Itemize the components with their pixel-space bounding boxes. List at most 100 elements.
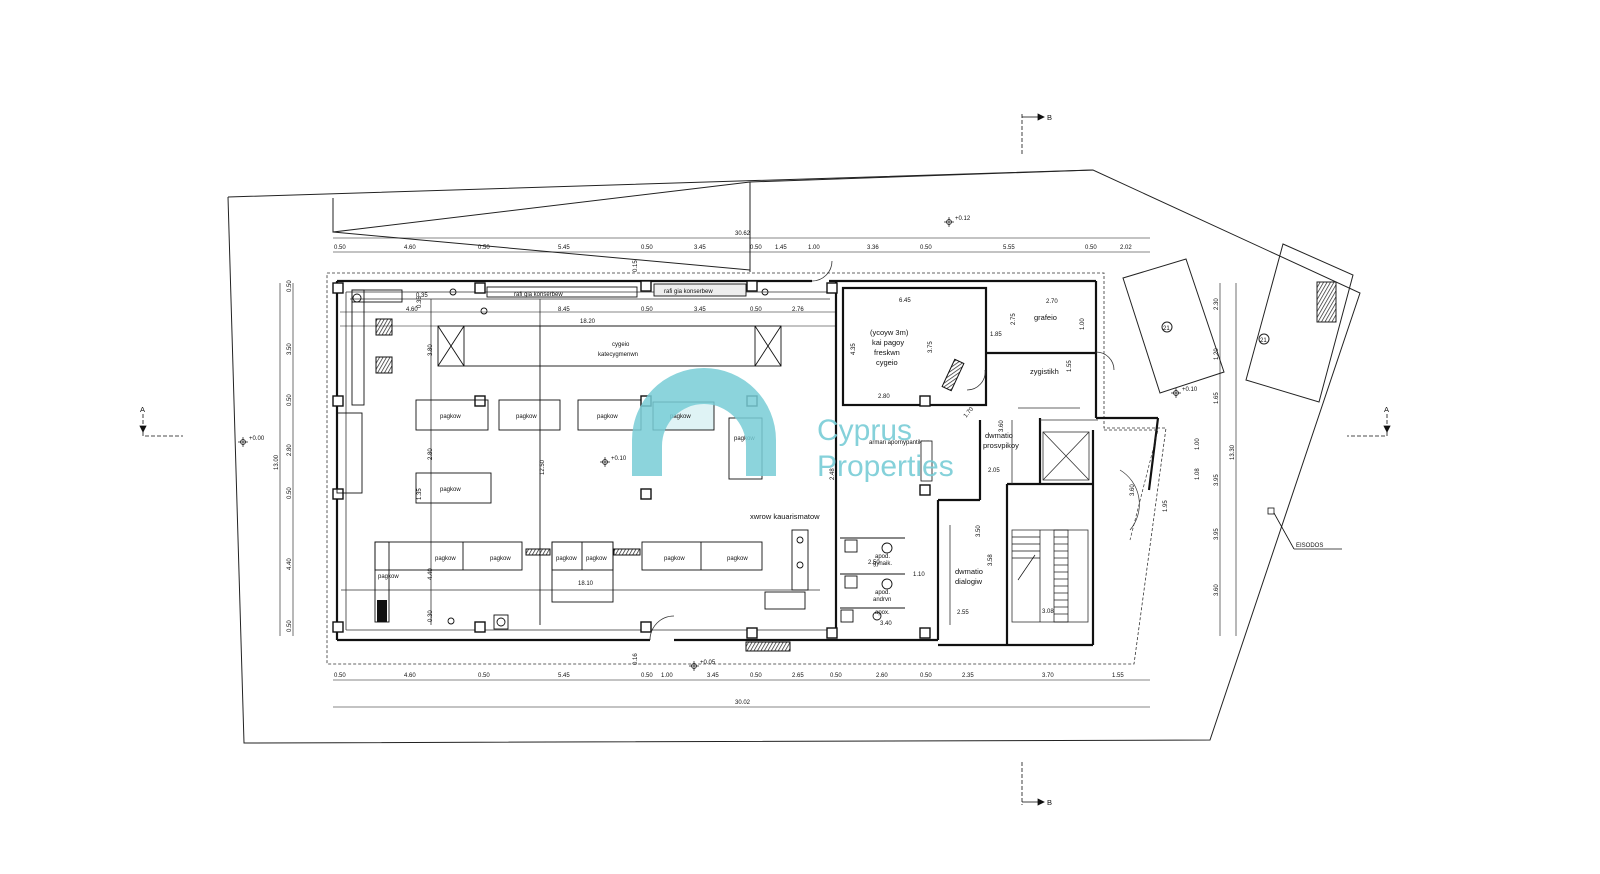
wc3-label: apox. [875, 610, 890, 616]
gondola-label: pagkow [734, 436, 755, 442]
level-right: +0.10 [1182, 387, 1198, 393]
room-dimension-labels: 6.45 4.35 3.75 2.80 2.70 2.75 1.00 1.55 … [830, 298, 1136, 627]
dim-label: 0.30 [428, 610, 434, 622]
gondola-label: pagkow [378, 574, 399, 580]
dim-label: 1.55 [1112, 673, 1124, 679]
dim-label: 3.60 [1130, 484, 1136, 496]
gondola-label: pagkow [490, 556, 511, 562]
right-dimension-labels: 2.30 1.20 1.65 3.95 3.60 13.30 [1214, 298, 1236, 596]
door-swing [649, 615, 675, 641]
dim-label: 2.76 [792, 307, 804, 313]
dim-label: 1.65 [1214, 392, 1220, 404]
dim-label: 0.50 [1085, 245, 1097, 251]
dim-label: 2.80 [287, 444, 293, 456]
ramp-arc [1119, 469, 1140, 531]
dim-label: 3.60 [999, 420, 1005, 432]
dim-label: 0.35 [417, 296, 423, 308]
dim-label: 3.80 [428, 344, 434, 356]
shelf-black-1 [525, 548, 551, 556]
dim-label: 2.80 [878, 394, 890, 400]
dim-label: 2.75 [1011, 313, 1017, 325]
gondolas [374, 399, 763, 623]
dim-label: 2.70 [1046, 299, 1058, 305]
gondola-label: pagkow [440, 414, 461, 420]
inner-lines [341, 291, 1098, 631]
gondola-label: pagkow [516, 414, 537, 420]
coldroom-door-hatch [941, 358, 965, 392]
frozen-label-2: katecygmenwn [598, 352, 638, 358]
entrance-steps [745, 641, 791, 652]
section-b-bottom: B [1047, 798, 1052, 807]
dim-label: 3.45 [694, 245, 706, 251]
inner-dimension-labels: 0.35 4.60 8.45 0.50 3.45 0.50 2.76 18.20 [406, 293, 804, 325]
shelf-black-2 [613, 548, 641, 556]
dim-label: 3.95 [1214, 474, 1220, 486]
cleaning-label: armari apornypantikwn [869, 440, 930, 446]
watermark-logo [632, 368, 776, 476]
dim-label: 1.70 [963, 406, 976, 419]
dim-label: 1.55 [1067, 360, 1073, 372]
dim-label: 1.00 [661, 673, 673, 679]
dim-label: 0.50 [920, 245, 932, 251]
dim-label: 1.00 [808, 245, 820, 251]
dim-label: 0.50 [750, 307, 762, 313]
checkout-label: xwrow kauarismatow [750, 512, 820, 521]
dim-label: 2.80 [428, 448, 434, 460]
dim-label: 1.00 [1080, 318, 1086, 330]
dim-label: 3.75 [928, 341, 934, 353]
wc-block [840, 537, 905, 623]
gondola-label: pagkow [664, 556, 685, 562]
dim-label: 30.02 [735, 700, 751, 706]
dim-label: 2.60 [876, 673, 888, 679]
dim-label: 0.50 [478, 673, 490, 679]
wc1-label-2: gynaik. [873, 561, 892, 567]
dim-label: 0.16 [633, 653, 639, 665]
shelf-label-top-2: rafi gia konserbew [664, 289, 713, 295]
gondola-label: pagkow [440, 487, 461, 493]
ramp-outline [1104, 429, 1159, 541]
coldroom-label-2: kai pagoy [872, 338, 904, 347]
dim-label: 6.45 [899, 298, 911, 304]
office-label: grafeio [1034, 313, 1057, 322]
dim-label: 0.50 [334, 673, 346, 679]
dim-label: 4.60 [406, 307, 418, 313]
dim-label: 18.20 [580, 319, 596, 325]
dim-label: 3.70 [1042, 673, 1054, 679]
left-dimension-labels: 0.50 3.50 0.50 2.80 0.50 4.40 0.50 13.00 [274, 280, 293, 632]
dim-label: 1.95 [1163, 500, 1169, 512]
dim-label: 2.65 [792, 673, 804, 679]
dim-label: 4.40 [428, 568, 434, 580]
parking-label-2: 21 [1260, 338, 1267, 344]
dim-label: 18.10 [578, 581, 594, 587]
gondola-label: pagkow [727, 556, 748, 562]
coldroom-label-1: (ycoyw 3m) [870, 328, 909, 337]
dim-label: 3.58 [988, 554, 994, 566]
dim-label: 2.05 [988, 468, 1000, 474]
dim-label: 4.40 [287, 558, 293, 570]
dim-label: 3.36 [867, 245, 879, 251]
level-bottom: +0.05 [700, 660, 716, 666]
dim-label: 2.50 [868, 560, 880, 566]
coldroom-label-4: cygeio [876, 358, 898, 367]
freezer-unit-1 [375, 318, 393, 336]
dim-label: 2.35 [962, 673, 974, 679]
dialogiw-label-2: dialogiw [955, 577, 983, 586]
dim-label: 0.50 [287, 620, 293, 632]
dim-label: 3.40 [880, 621, 892, 627]
gondola-label: pagkow [597, 414, 618, 420]
level-left: +0.00 [249, 436, 265, 442]
dim-label: 30.62 [735, 231, 751, 237]
section-a-right: A [1384, 405, 1389, 414]
bottom-dimension-labels: 0.50 4.60 0.50 5.45 0.50 1.00 3.45 0.50 … [334, 673, 1124, 706]
dim-label: 1.00 [1195, 438, 1201, 450]
section-markers [139, 113, 1391, 806]
dim-label: 3.50 [287, 343, 293, 355]
walls [335, 279, 1160, 647]
dim-label: 2.02 [1120, 245, 1132, 251]
coldroom-label-3: freskwn [874, 348, 900, 357]
dim-label: 0.50 [641, 307, 653, 313]
watermark-line2: Properties [817, 450, 954, 483]
watermark-line1: Cyprus [817, 414, 912, 447]
section-a-left: A [140, 405, 145, 414]
zygistikh-label: zygistikh [1030, 367, 1059, 376]
